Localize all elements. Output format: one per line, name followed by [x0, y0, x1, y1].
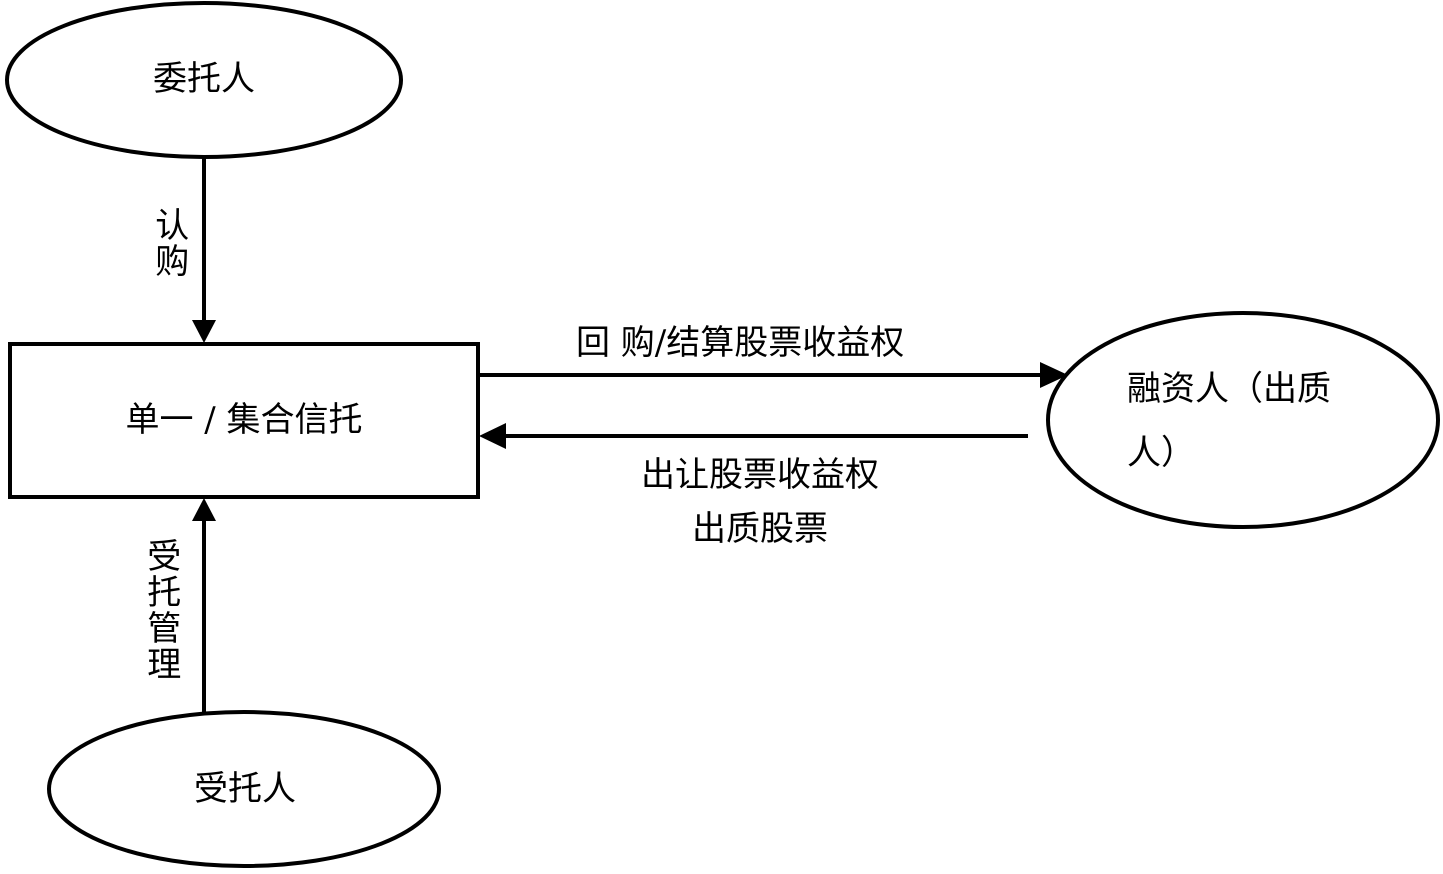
trust-node — [8, 342, 480, 499]
trust-management-label: 受托管理 — [140, 538, 181, 682]
settlor-label: 委托人 — [153, 59, 255, 99]
transfer-label-line2: 出质股票 — [692, 509, 828, 549]
trustee-label: 受托人 — [194, 769, 296, 809]
subscribe-arrowhead — [192, 320, 216, 343]
buyback-label: 回 购/结算股票收益权 — [576, 323, 905, 363]
financier-node — [1046, 311, 1440, 529]
trust-label: 单一 / 集合信托 — [125, 400, 363, 440]
trustee-node — [47, 710, 441, 868]
financier-label-line2: 人） — [1127, 433, 1195, 473]
transfer-arrowhead — [479, 423, 506, 449]
financier-label-line1: 融资人（出质 — [1127, 369, 1331, 409]
buyback-arrowhead — [1040, 362, 1068, 388]
subscribe-label: 认购 — [148, 207, 189, 279]
transfer-label-line1: 出让股票收益权 — [641, 455, 879, 495]
trust-management-arrowhead — [192, 498, 216, 521]
